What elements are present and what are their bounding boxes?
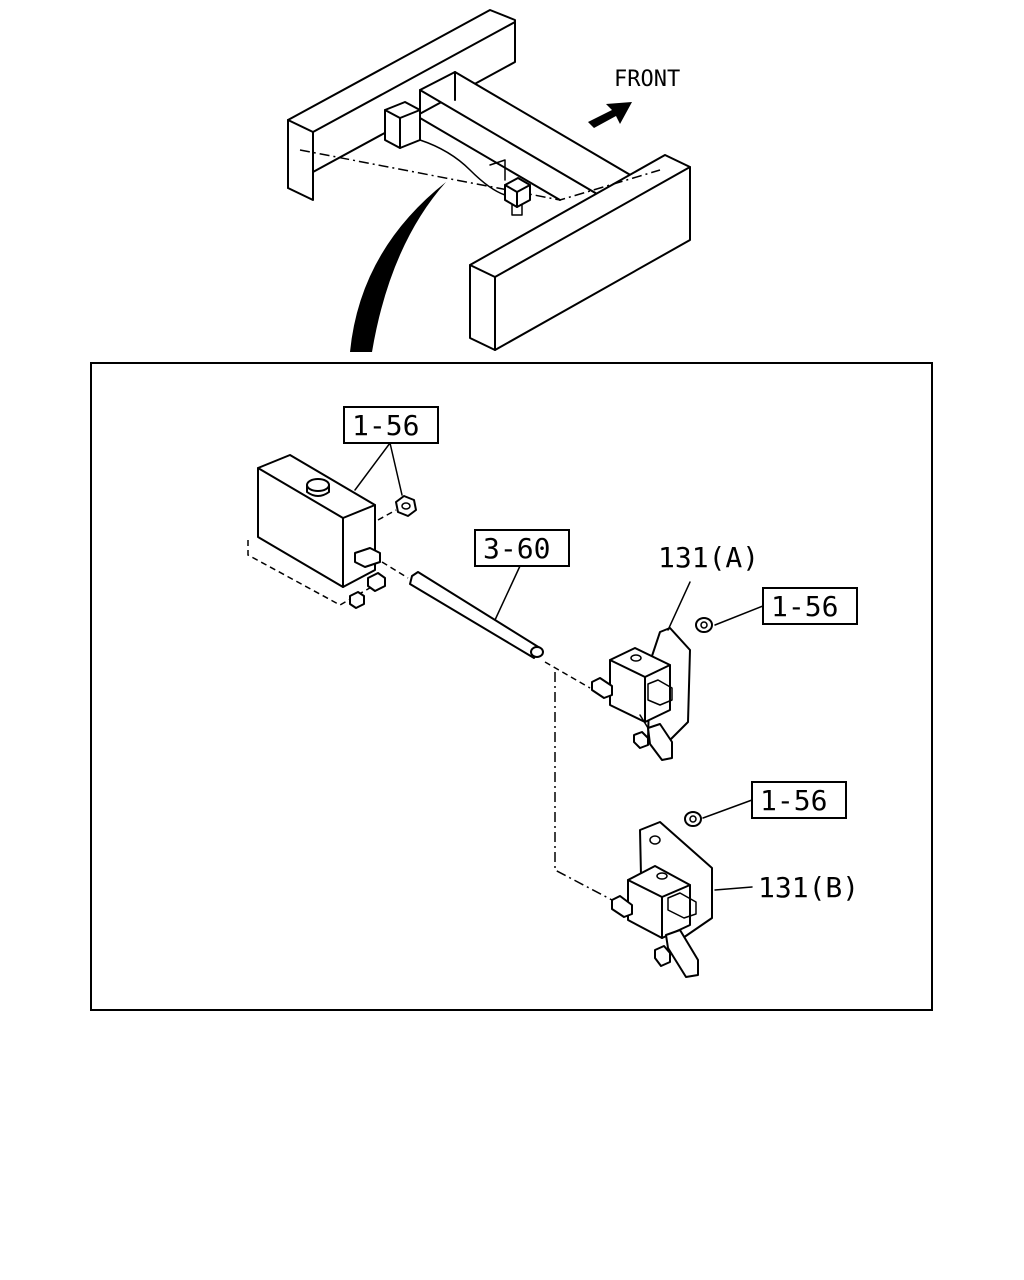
overview-valve [489, 159, 531, 216]
overview-reservoir [384, 101, 421, 149]
callout-nut-b: 1-56 [702, 781, 847, 819]
callout-nut-b-label: 1-56 [760, 784, 827, 817]
callout-nut-top: 1-56 [343, 406, 439, 496]
callout-nut-a-label: 1-56 [771, 590, 838, 623]
nut-b [684, 811, 702, 827]
chassis-overview: FRONT [287, 9, 691, 351]
nut-top [377, 495, 417, 521]
front-arrow-icon [588, 102, 632, 128]
front-label: FRONT [614, 67, 680, 92]
frame-rail-lower [469, 154, 691, 351]
branch-line [554, 672, 613, 901]
callout-valve-a: 131(A) [658, 541, 759, 631]
callout-valve-b: 131(B) [714, 871, 859, 904]
callout-nut-a: 1-56 [714, 587, 858, 626]
detail-leader-swoosh [350, 182, 446, 352]
callout-hose-label: 3-60 [483, 532, 550, 565]
callout-valve-a-label: 131(A) [658, 541, 759, 574]
callout-nut-top-label: 1-56 [352, 409, 419, 442]
valve-b [611, 821, 713, 978]
callout-valve-b-label: 131(B) [758, 871, 859, 904]
callout-hose: 3-60 [474, 529, 570, 621]
reservoir-tank [247, 454, 386, 609]
valve-a [591, 627, 691, 761]
nut-a [695, 617, 713, 633]
hose [381, 561, 591, 689]
detail-frame [90, 362, 933, 1011]
frame-rail-upper [287, 9, 516, 201]
